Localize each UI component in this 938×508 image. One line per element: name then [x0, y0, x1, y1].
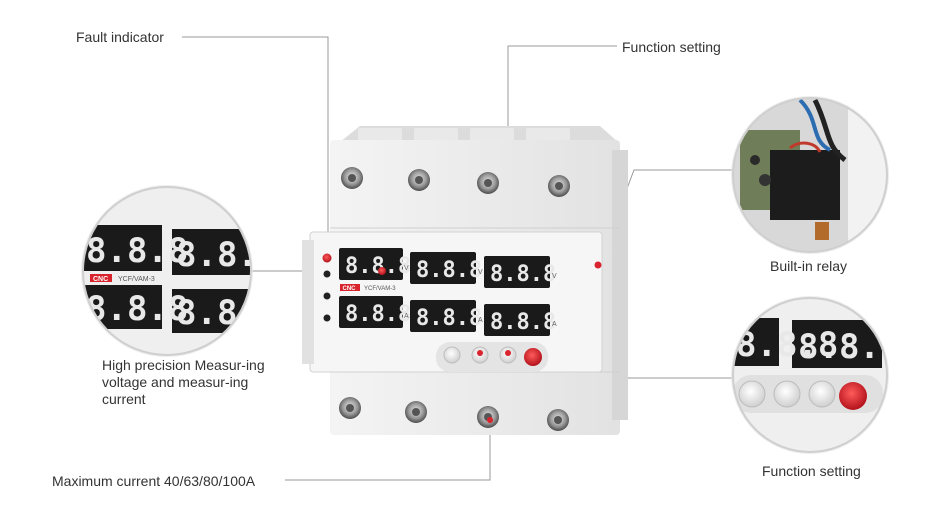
zoom-brand-text: CNC [93, 276, 108, 283]
unit-label: A [404, 313, 409, 320]
display-digits: 8.8.8 [490, 262, 556, 287]
display-digits: 8.8.8 [345, 254, 411, 279]
unit-label: V [552, 273, 557, 280]
push-button-icon [808, 380, 836, 408]
led-indicator-icon [323, 292, 331, 300]
zoom-model-text: YCF/VAM-3 [118, 276, 155, 283]
display-digits: 8.8.8 [345, 302, 411, 327]
zoom-display-digits: 8.8.8 [736, 325, 838, 365]
brand-text: CNC [343, 286, 357, 292]
label-function-setting-top: Function setting [622, 39, 721, 55]
display-digits: 8.8.8 [416, 306, 482, 331]
marker-dot-icon [477, 350, 483, 356]
zoom-display-digits: 8.8.8 [176, 235, 278, 275]
relay-icon [770, 150, 840, 220]
unit-label: A [478, 317, 483, 324]
terminal-screws-top [341, 167, 570, 197]
display-grid: 8.8.8 8.8.8 8.8.8 8.8.8 8.8.8 8.8.8 V V … [339, 248, 557, 336]
terminal-screw-icon [341, 167, 363, 189]
push-button-icon[interactable] [443, 346, 461, 364]
unit-label: A [552, 321, 557, 328]
unit-label: V [404, 265, 409, 272]
led-indicator-icon [323, 314, 331, 322]
terminal-screw-icon [547, 409, 569, 431]
terminal-screw-icon [408, 169, 430, 191]
reset-button-icon[interactable] [524, 348, 542, 366]
zoom-relay [731, 96, 889, 254]
terminal-screw-icon [339, 397, 361, 419]
zoom-display-digits: 8.8.8 [86, 289, 188, 329]
zoom-buttons: 8.8.8 8.8.8 [731, 296, 900, 454]
brand-logo [340, 284, 360, 291]
relay-marker-icon [594, 261, 602, 269]
terminal-screw-icon [405, 401, 427, 423]
model-text: YCF/VAM-3 [364, 286, 396, 292]
led-indicator-icon [323, 270, 331, 278]
zoom-display-digits: 8.8.8 [176, 293, 278, 333]
display-digits: 8.8.8 [416, 258, 482, 283]
indicator-leds [322, 253, 332, 322]
unit-label: V [478, 269, 483, 276]
function-buttons [436, 342, 548, 372]
label-maximum-current: Maximum current 40/63/80/100A [52, 473, 256, 489]
fault-led-icon [322, 253, 332, 263]
marker-dot-icon [505, 350, 511, 356]
display-digits: 8.8.8 [490, 310, 556, 335]
terminal-screw-icon [477, 406, 499, 428]
current-marker-icon [487, 417, 493, 423]
zoom-display-digits: 8.8.8 [798, 327, 900, 367]
label-built-in-relay: Built-in relay [770, 258, 848, 274]
terminal-screws-bottom [339, 397, 569, 431]
reset-button-icon [839, 382, 867, 410]
terminal-screw-icon [548, 175, 570, 197]
zoom-display-digits: 8.8.8 [86, 231, 188, 271]
measurement-marker-icon [378, 267, 386, 275]
terminal-screw-icon [477, 172, 499, 194]
label-function-setting-right: Function setting [762, 463, 861, 479]
push-button-icon [773, 380, 801, 408]
label-high-precision: High precision Measur-ing voltage and me… [102, 357, 265, 407]
label-fault-indicator: Fault indicator [76, 29, 164, 45]
push-button-icon [738, 380, 766, 408]
zoom-displays: 8.8.8 8.8.8 8.8.8 8.8.8 CNC YCF/VAM-3 [81, 185, 278, 357]
